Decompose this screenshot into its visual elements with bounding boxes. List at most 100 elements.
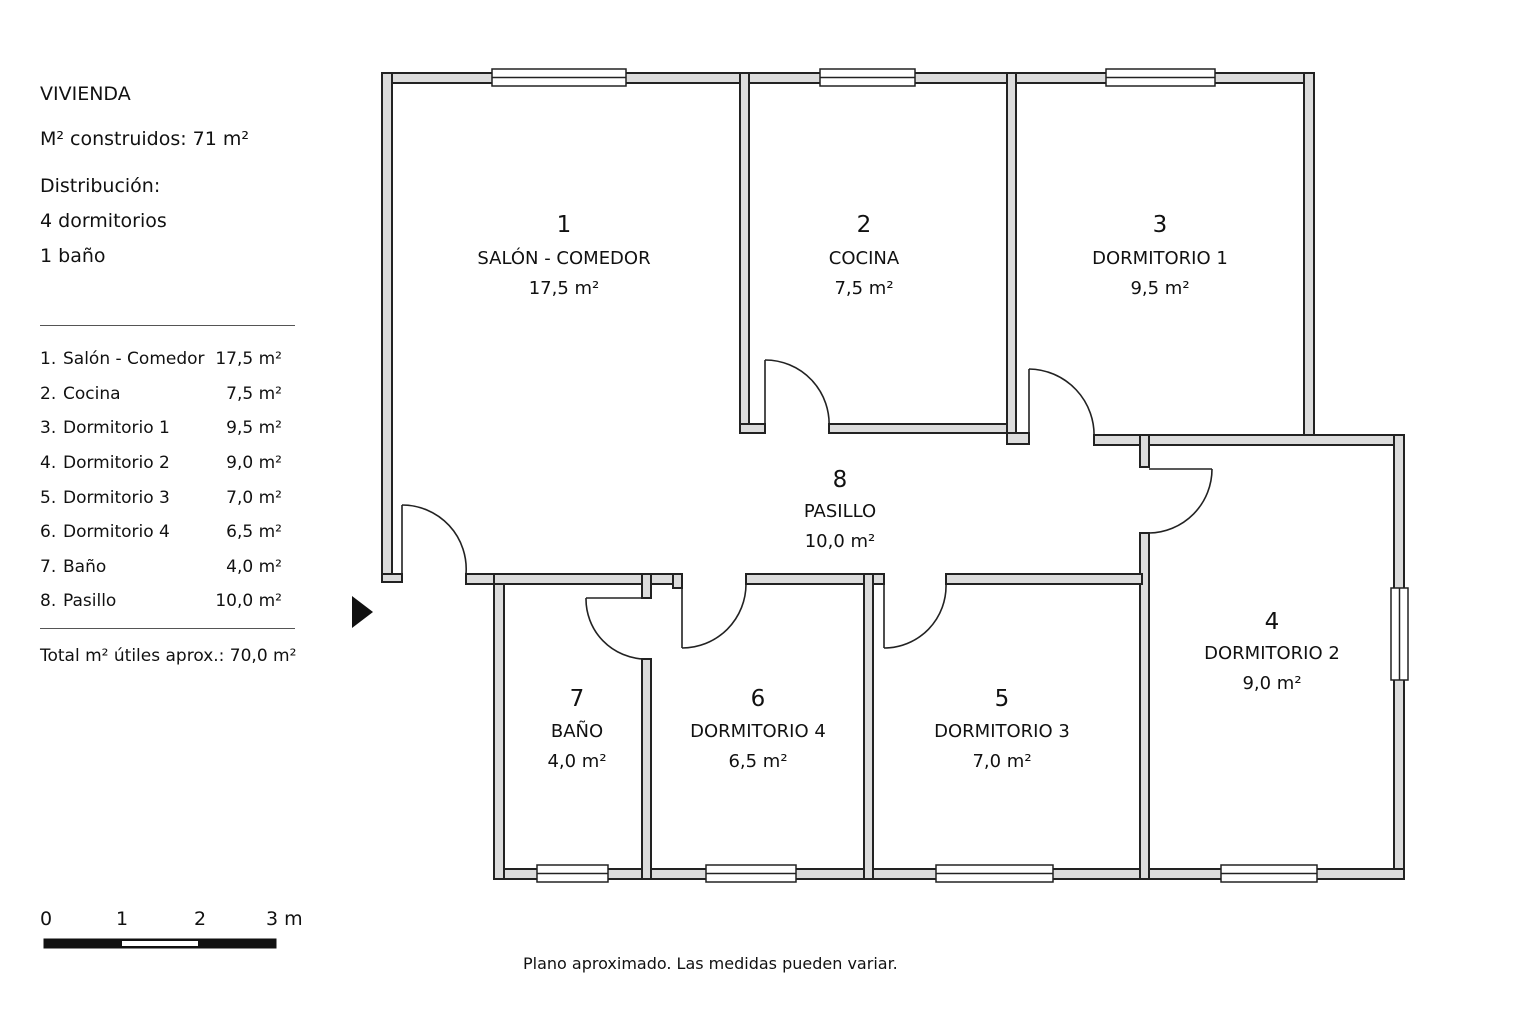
room-list-name: Dormitorio 3 (63, 487, 170, 508)
room-list-num: 8. (40, 591, 57, 612)
svg-text:4: 4 (1265, 609, 1280, 635)
room-label-cocina: 2 COCINA 7,5 m² (829, 212, 900, 299)
room-list-item: 7. Baño 4,0 m² (40, 550, 282, 585)
svg-text:8: 8 (833, 467, 848, 493)
svg-text:7: 7 (570, 686, 585, 712)
room-label-dorm4: 6 DORMITORIO 4 6,5 m² (690, 686, 826, 772)
scale-label-1: 1 (116, 908, 129, 930)
scale-label-2: 2 (194, 908, 207, 930)
svg-text:DORMITORIO 4: DORMITORIO 4 (690, 721, 826, 742)
room-list-num: 2. (40, 383, 57, 404)
room-list-num: 7. (40, 556, 57, 577)
room-list-area: 17,5 m² (215, 349, 282, 370)
room-list-item: 1. Salón - Comedor 17,5 m² (40, 342, 282, 377)
wall-dorm4-dorm3 (863, 573, 874, 880)
walls (381, 72, 1405, 880)
scale-bar (43, 938, 277, 949)
room-list-name: Cocina (63, 383, 121, 404)
svg-text:10,0 m²: 10,0 m² (805, 531, 876, 552)
room-list-item: 4. Dormitorio 2 9,0 m² (40, 446, 282, 481)
svg-text:6,5 m²: 6,5 m² (728, 751, 787, 772)
room-list-name: Salón - Comedor (63, 349, 205, 370)
svg-text:BAÑO: BAÑO (551, 720, 603, 742)
wall-left (381, 72, 393, 583)
scale-label-3: 3 m (266, 908, 303, 930)
room-list-area: 10,0 m² (215, 591, 282, 612)
wall-cocina-stub (739, 423, 766, 434)
wall-entry-stub (381, 573, 403, 583)
room-label-salon: 1 SALÓN - COMEDOR 17,5 m² (477, 212, 650, 299)
property-title: VIVIENDA (40, 83, 131, 105)
svg-text:DORMITORIO 1: DORMITORIO 1 (1092, 248, 1228, 269)
room-list-num: 1. (40, 349, 57, 370)
scale-label-0: 0 (40, 908, 53, 930)
room-list-name: Dormitorio 1 (63, 418, 170, 439)
room-list-name: Dormitorio 4 (63, 522, 170, 543)
svg-text:9,5 m²: 9,5 m² (1130, 278, 1189, 299)
total-usable-area: Total m² útiles aprox.: 70,0 m² (40, 646, 297, 666)
wall-cocina-dorm1 (1006, 72, 1017, 445)
svg-text:4,0 m²: 4,0 m² (547, 751, 606, 772)
bedroom-count: 4 dormitorios (40, 210, 167, 232)
door-entry-swing (401, 504, 467, 575)
svg-text:DORMITORIO 3: DORMITORIO 3 (934, 721, 1070, 742)
door-bano-swing (585, 597, 646, 660)
doors (401, 359, 1213, 660)
room-list-num: 6. (40, 522, 57, 543)
wall-dorm1-stub (1006, 432, 1030, 445)
windows (491, 68, 1409, 883)
room-list-num: 4. (40, 453, 57, 474)
room-list-num: 5. (40, 487, 57, 508)
room-list-area: 9,0 m² (226, 453, 282, 474)
room-list-item: 5. Dormitorio 3 7,0 m² (40, 480, 282, 515)
room-label-pasillo: 8 PASILLO 10,0 m² (804, 467, 876, 552)
wall-bano-stub (641, 573, 652, 599)
door-dorm3-swing (883, 583, 947, 649)
entry-arrow-icon (352, 596, 373, 628)
svg-text:PASILLO: PASILLO (804, 501, 876, 522)
room-label-dorm1: 3 DORMITORIO 1 9,5 m² (1092, 212, 1228, 299)
wall-dorm2-left (1139, 532, 1150, 880)
built-area: M² construidos: 71 m² (40, 128, 250, 150)
distribution-heading: Distribución: (40, 175, 161, 197)
door-cocina-swing (764, 359, 830, 429)
svg-text:5: 5 (995, 686, 1010, 712)
svg-text:SALÓN - COMEDOR: SALÓN - COMEDOR (477, 247, 650, 269)
wall-corridor-2 (745, 573, 885, 585)
room-list-name: Baño (63, 556, 107, 577)
disclaimer-note: Plano aproximado. Las medidas pueden var… (523, 954, 898, 973)
bathroom-count: 1 baño (40, 245, 106, 267)
wall-cocina-bottom (828, 423, 1008, 434)
room-list-item: 8. Pasillo 10,0 m² (40, 584, 282, 619)
door-dorm2-swing (1148, 468, 1213, 534)
svg-text:DORMITORIO 2: DORMITORIO 2 (1204, 643, 1340, 664)
room-list-area: 4,0 m² (226, 556, 282, 577)
room-list-name: Dormitorio 2 (63, 453, 170, 474)
wall-dorm2-stub-top (1139, 434, 1150, 468)
wall-salon-cocina (739, 72, 750, 434)
wall-left-lower (493, 573, 505, 880)
svg-text:9,0 m²: 9,0 m² (1242, 673, 1301, 694)
room-list-area: 7,0 m² (226, 487, 282, 508)
svg-text:17,5 m²: 17,5 m² (529, 278, 600, 299)
room-list-area: 9,5 m² (226, 418, 282, 439)
room-list-area: 7,5 m² (226, 383, 282, 404)
wall-dorm4-stub (672, 573, 683, 589)
svg-text:1: 1 (557, 212, 572, 238)
wall-corridor-1 (493, 573, 683, 585)
wall-bano-dorm4 (641, 658, 652, 880)
svg-text:3: 3 (1153, 212, 1168, 238)
door-dorm4-swing (681, 583, 747, 649)
svg-text:COCINA: COCINA (829, 248, 900, 269)
wall-right-upper (1303, 72, 1315, 444)
wall-corridor-3 (945, 573, 1143, 585)
room-list-item: 2. Cocina 7,5 m² (40, 377, 282, 412)
room-list-name: Pasillo (63, 591, 117, 612)
divider-top (40, 325, 295, 326)
room-label-bano: 7 BAÑO 4,0 m² (547, 686, 606, 772)
svg-text:7,0 m²: 7,0 m² (972, 751, 1031, 772)
